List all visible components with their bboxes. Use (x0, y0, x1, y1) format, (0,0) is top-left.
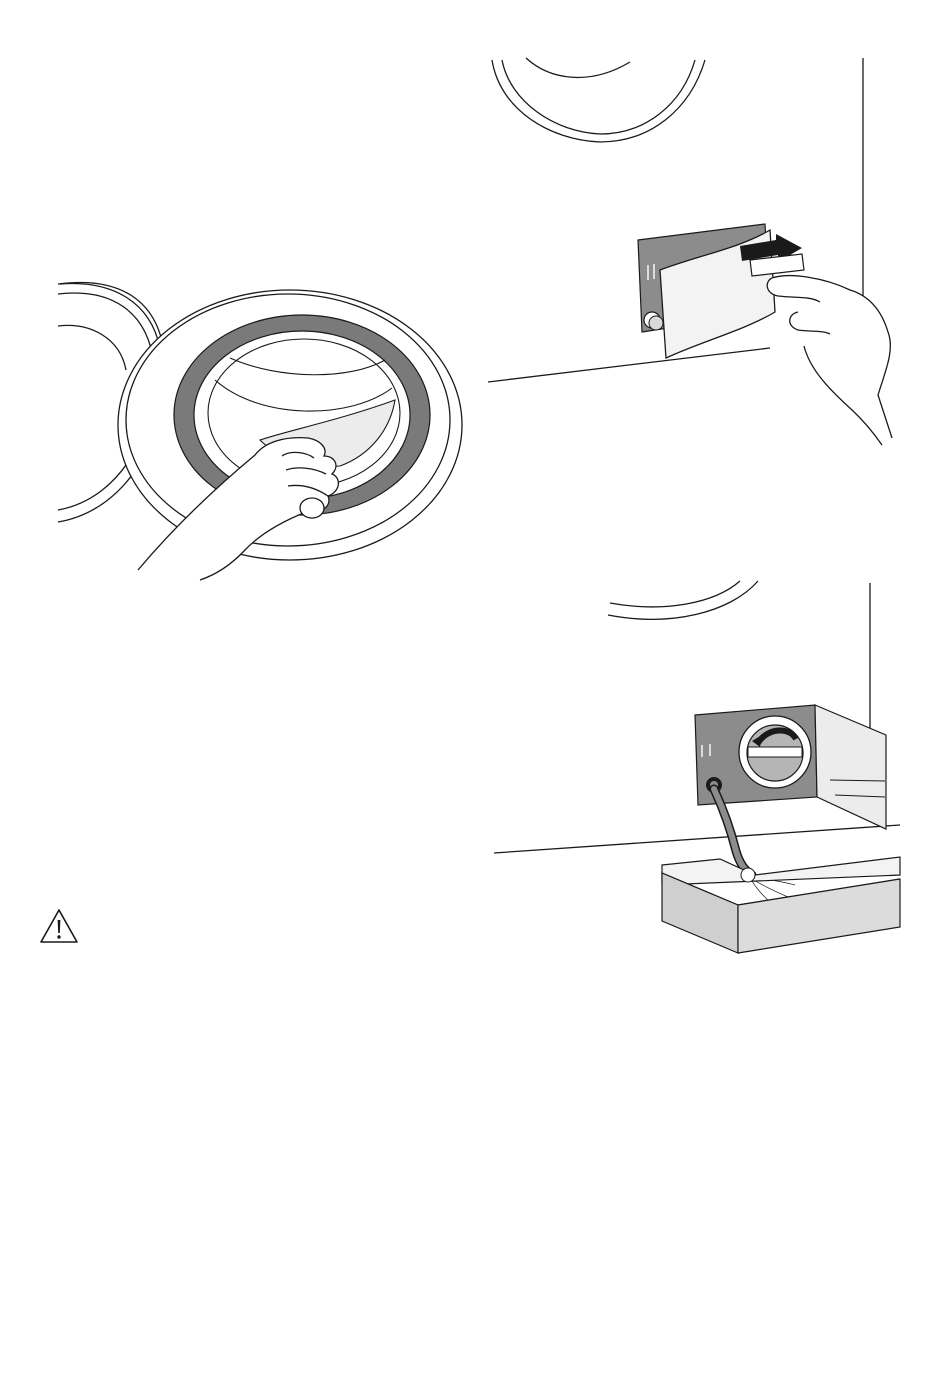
warning-triangle-icon (38, 907, 80, 945)
filter-flap-illustration (480, 50, 910, 450)
warning-triangle-shape (38, 907, 80, 945)
drain-filter-drawing (490, 575, 910, 965)
filter-flap-drawing (480, 50, 910, 450)
drain-filter-illustration (490, 575, 910, 965)
door-seal-drawing (50, 270, 470, 580)
door-seal-illustration (50, 270, 470, 580)
